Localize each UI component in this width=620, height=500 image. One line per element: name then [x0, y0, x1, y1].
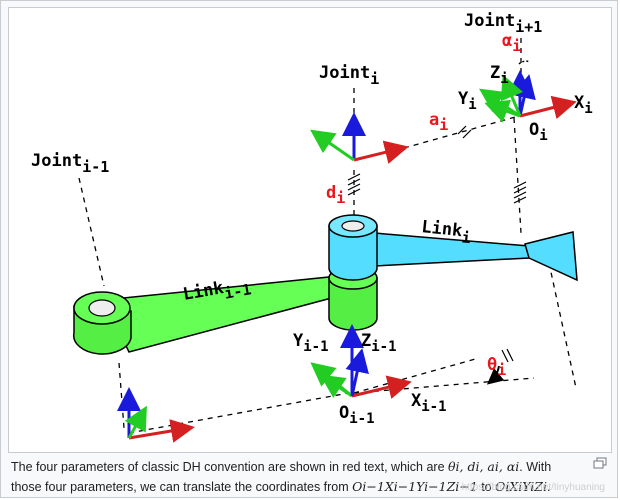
label-axis-xim1: Xi-1: [411, 391, 447, 415]
caption-text-2: . With those four parameters, we can tra…: [11, 460, 552, 494]
tick-marks: [347, 125, 527, 363]
enlarge-icon[interactable]: [593, 457, 607, 469]
link-cur-shape: [328, 214, 578, 282]
label-param-a: ai: [429, 110, 448, 134]
label-axis-yi: Yi: [458, 89, 477, 113]
label-link-cur: Linki: [420, 217, 472, 247]
link-prev-shape: [72, 266, 378, 355]
dh-diagram[interactable]: Jointi-1 Jointi Jointi+1 Linki-1 Linki α…: [8, 7, 612, 453]
caption-text-3: to: [477, 480, 496, 494]
theta-arc: [486, 365, 505, 385]
alpha-arc: [518, 60, 531, 65]
watermark: https://blog.csdn.net/tinyhuaning: [461, 482, 605, 493]
label-param-d: di: [326, 183, 345, 207]
label-param-theta: θi: [487, 355, 506, 379]
label-axis-zim1: Zi-1: [361, 331, 397, 355]
caption-text-1: The four parameters of classic DH conven…: [11, 460, 449, 474]
label-axis-xi: Xi: [574, 93, 593, 117]
figure-caption: The four parameters of classic DH conven…: [11, 457, 579, 497]
caption-text-4: .: [546, 480, 551, 494]
frame-base: [117, 387, 195, 443]
frame-o-i: [479, 70, 577, 123]
caption-math-frame-prev: Oi−1Xi−1Yi−1Zi−1: [352, 479, 478, 494]
label-axis-zi: Zi: [490, 63, 509, 87]
caption-math-params: θi, di, ai, αi: [448, 459, 520, 474]
label-joint-cur: Jointi: [319, 63, 379, 88]
label-joint-prev: Jointi-1: [31, 151, 109, 176]
frame-o-im1: [310, 324, 412, 399]
label-joint-next: Jointi+1: [464, 11, 542, 36]
label-param-alpha: αi: [502, 31, 521, 55]
caption-math-frame-cur: OiXiYiZi: [495, 479, 547, 494]
diagram-canvas: Jointi-1 Jointi Jointi+1 Linki-1 Linki α…: [31, 11, 593, 443]
label-origin-oi: Oi: [529, 120, 548, 144]
frame-joint-i: [310, 112, 409, 164]
diagram-labels: Jointi-1 Jointi Jointi+1 Linki-1 Linki α…: [31, 11, 593, 427]
label-axis-yim1: Yi-1: [293, 331, 329, 355]
label-origin-oim1: Oi-1: [339, 403, 375, 427]
